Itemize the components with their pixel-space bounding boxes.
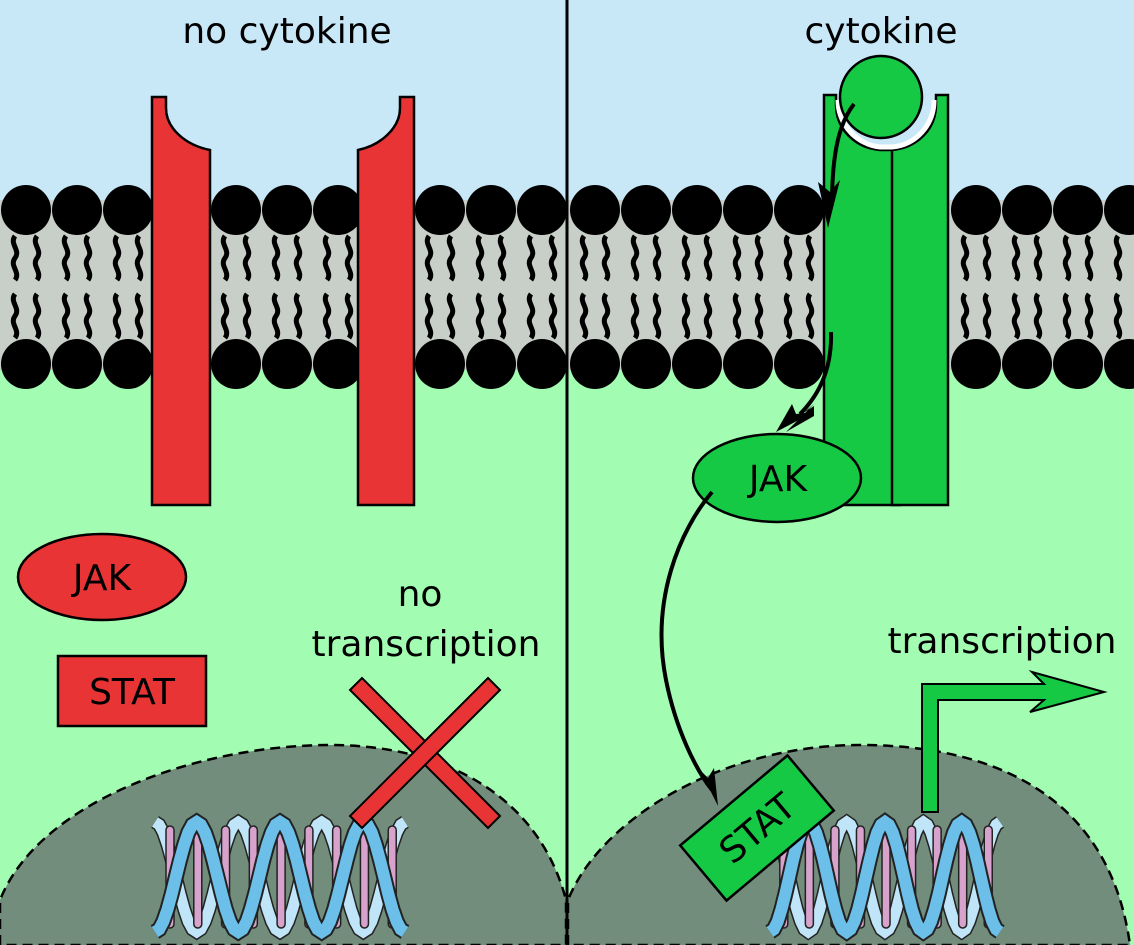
receptor-left (150, 95, 212, 507)
no-label: no (398, 574, 443, 615)
transcription-label: transcription (312, 624, 541, 665)
phospholipid (415, 185, 465, 389)
lipid-bilayer (1, 185, 1134, 389)
jak-label: JAK (747, 459, 809, 500)
phospholipid (52, 185, 102, 389)
panel-no-cytokine: JAK STAT no transcription no cytokine (0, 11, 566, 945)
jak-label: JAK (71, 558, 133, 599)
phospholipid (621, 185, 671, 389)
jak-protein (16, 532, 188, 622)
panel-cytokine: JAK STAT transcription cytokine (568, 11, 1132, 945)
panel-title: cytokine (804, 11, 957, 52)
phospholipid (1053, 185, 1103, 389)
jak-protein (691, 432, 863, 524)
phospholipid (774, 185, 824, 389)
panel-title: no cytokine (182, 11, 391, 52)
signal-arrow (776, 331, 834, 432)
receptor-right (890, 93, 950, 507)
phospholipid (517, 185, 567, 389)
signal-arrow (818, 102, 856, 228)
phospholipid (1104, 185, 1134, 389)
phospholipid (262, 185, 312, 389)
phospholipid (672, 185, 722, 389)
phospholipid (103, 185, 153, 389)
phospholipid (313, 185, 363, 389)
phospholipid (1002, 185, 1052, 389)
receptor-right (356, 95, 416, 507)
phospholipid (1, 185, 51, 389)
phospholipid (466, 185, 516, 389)
bent-arrow-icon (921, 670, 1108, 813)
stat-label: STAT (89, 672, 176, 713)
phosphorylation-arrow (659, 490, 718, 806)
phospholipid (951, 185, 1001, 389)
stat-protein (56, 654, 208, 728)
phospholipid (570, 185, 620, 389)
phospholipid (211, 185, 261, 389)
phospholipid (723, 185, 773, 389)
cytokine (838, 54, 924, 140)
x-icon (348, 676, 502, 830)
transcription-label: transcription (888, 621, 1117, 662)
